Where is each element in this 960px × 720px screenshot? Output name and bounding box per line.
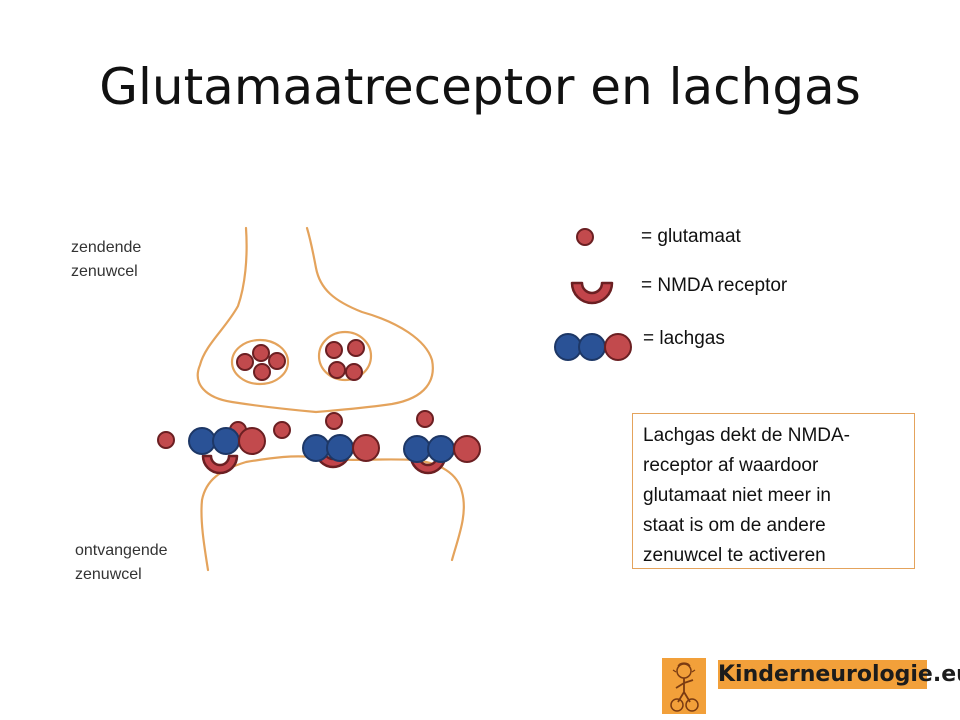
- brand-name: Kinderneurologie.eu: [718, 660, 960, 689]
- explanation-line: receptor af waardoor: [643, 455, 819, 476]
- legend-glutamate-icon: [576, 228, 594, 246]
- legend-glutamate-label: = glutamaat: [641, 226, 741, 247]
- receiving-neuron-label-line1: ontvangende: [75, 542, 168, 559]
- slide-title: Glutamaatreceptor en lachgas: [99, 58, 861, 116]
- glutamate-molecule: [328, 361, 346, 379]
- explanation-line: Lachgas dekt de NMDA-: [643, 425, 850, 446]
- explanation-box: Lachgas dekt de NMDA- receptor af waardo…: [632, 413, 915, 569]
- legend-laughing-gas-icon: [554, 333, 632, 361]
- vesicle-right: [317, 330, 373, 382]
- brand-logo-icon: [662, 658, 706, 714]
- explanation-line: glutamaat niet meer in: [643, 485, 831, 506]
- sending-neuron-outline: [196, 226, 434, 414]
- glutamate-molecule: [416, 410, 434, 428]
- glutamate-molecule: [157, 431, 175, 449]
- vesicle-left: [230, 338, 290, 386]
- nmda-receptor: [201, 454, 239, 475]
- glutamate-molecule: [252, 344, 270, 362]
- glutamate-molecule: [347, 339, 365, 357]
- legend-laughing-gas-label: = lachgas: [643, 328, 725, 349]
- laughing-gas-molecule: [188, 427, 266, 455]
- explanation-line: zenuwcel te activeren: [643, 545, 826, 566]
- glutamate-molecule: [253, 363, 271, 381]
- sending-neuron-label-line1: zendende: [71, 239, 142, 256]
- explanation-line: staat is om de andere: [643, 515, 826, 536]
- glutamate-molecule: [345, 363, 363, 381]
- glutamate-molecule: [325, 412, 343, 430]
- sending-neuron-label: zendende zenuwcel: [71, 236, 191, 284]
- laughing-gas-molecule: [403, 435, 481, 463]
- legend-nmda-icon: [570, 281, 614, 305]
- glutamate-molecule: [273, 421, 291, 439]
- receiving-neuron-label-line2: zenuwcel: [75, 566, 142, 583]
- laughing-gas-molecule: [302, 434, 380, 462]
- receiving-neuron-label: ontvangende zenuwcel: [75, 539, 215, 587]
- glutamate-molecule: [268, 352, 286, 370]
- sending-neuron-label-line2: zenuwcel: [71, 263, 138, 280]
- glutamate-molecule: [325, 341, 343, 359]
- legend-nmda-label: = NMDA receptor: [641, 275, 788, 296]
- glutamate-molecule: [236, 353, 254, 371]
